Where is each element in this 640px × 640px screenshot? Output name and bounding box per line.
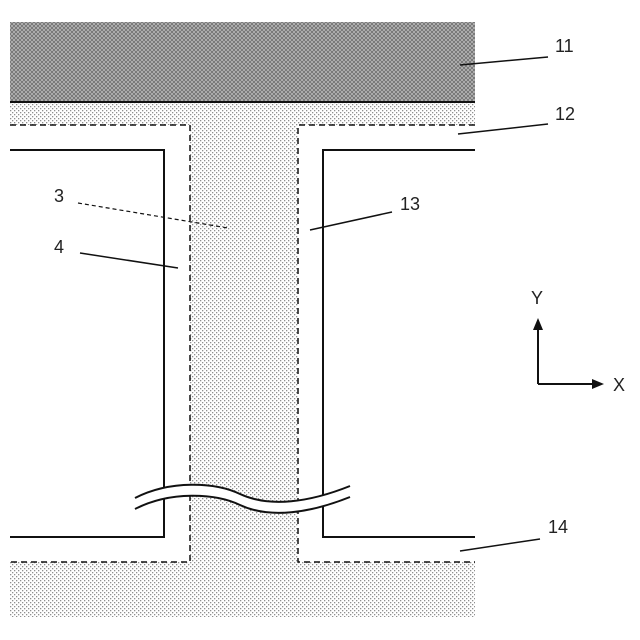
right-cavity: [323, 150, 475, 537]
label-13: 13: [400, 194, 420, 214]
top-crosshatch-layer: [10, 22, 475, 102]
axes-indicator: Y X: [531, 288, 625, 395]
label-14: 14: [548, 517, 568, 537]
x-axis-arrow-head: [592, 379, 604, 389]
leader-line-14: [460, 539, 540, 551]
upper-dotted-band: [10, 103, 475, 125]
lower-dotted-band: [10, 562, 475, 617]
y-axis-label: Y: [531, 288, 543, 308]
label-3: 3: [54, 186, 64, 206]
x-axis-label: X: [613, 375, 625, 395]
label-12: 12: [555, 104, 575, 124]
label-4: 4: [54, 237, 64, 257]
label-11: 11: [555, 36, 574, 56]
y-axis-arrow-head: [533, 318, 543, 330]
left-cavity: [10, 150, 164, 537]
